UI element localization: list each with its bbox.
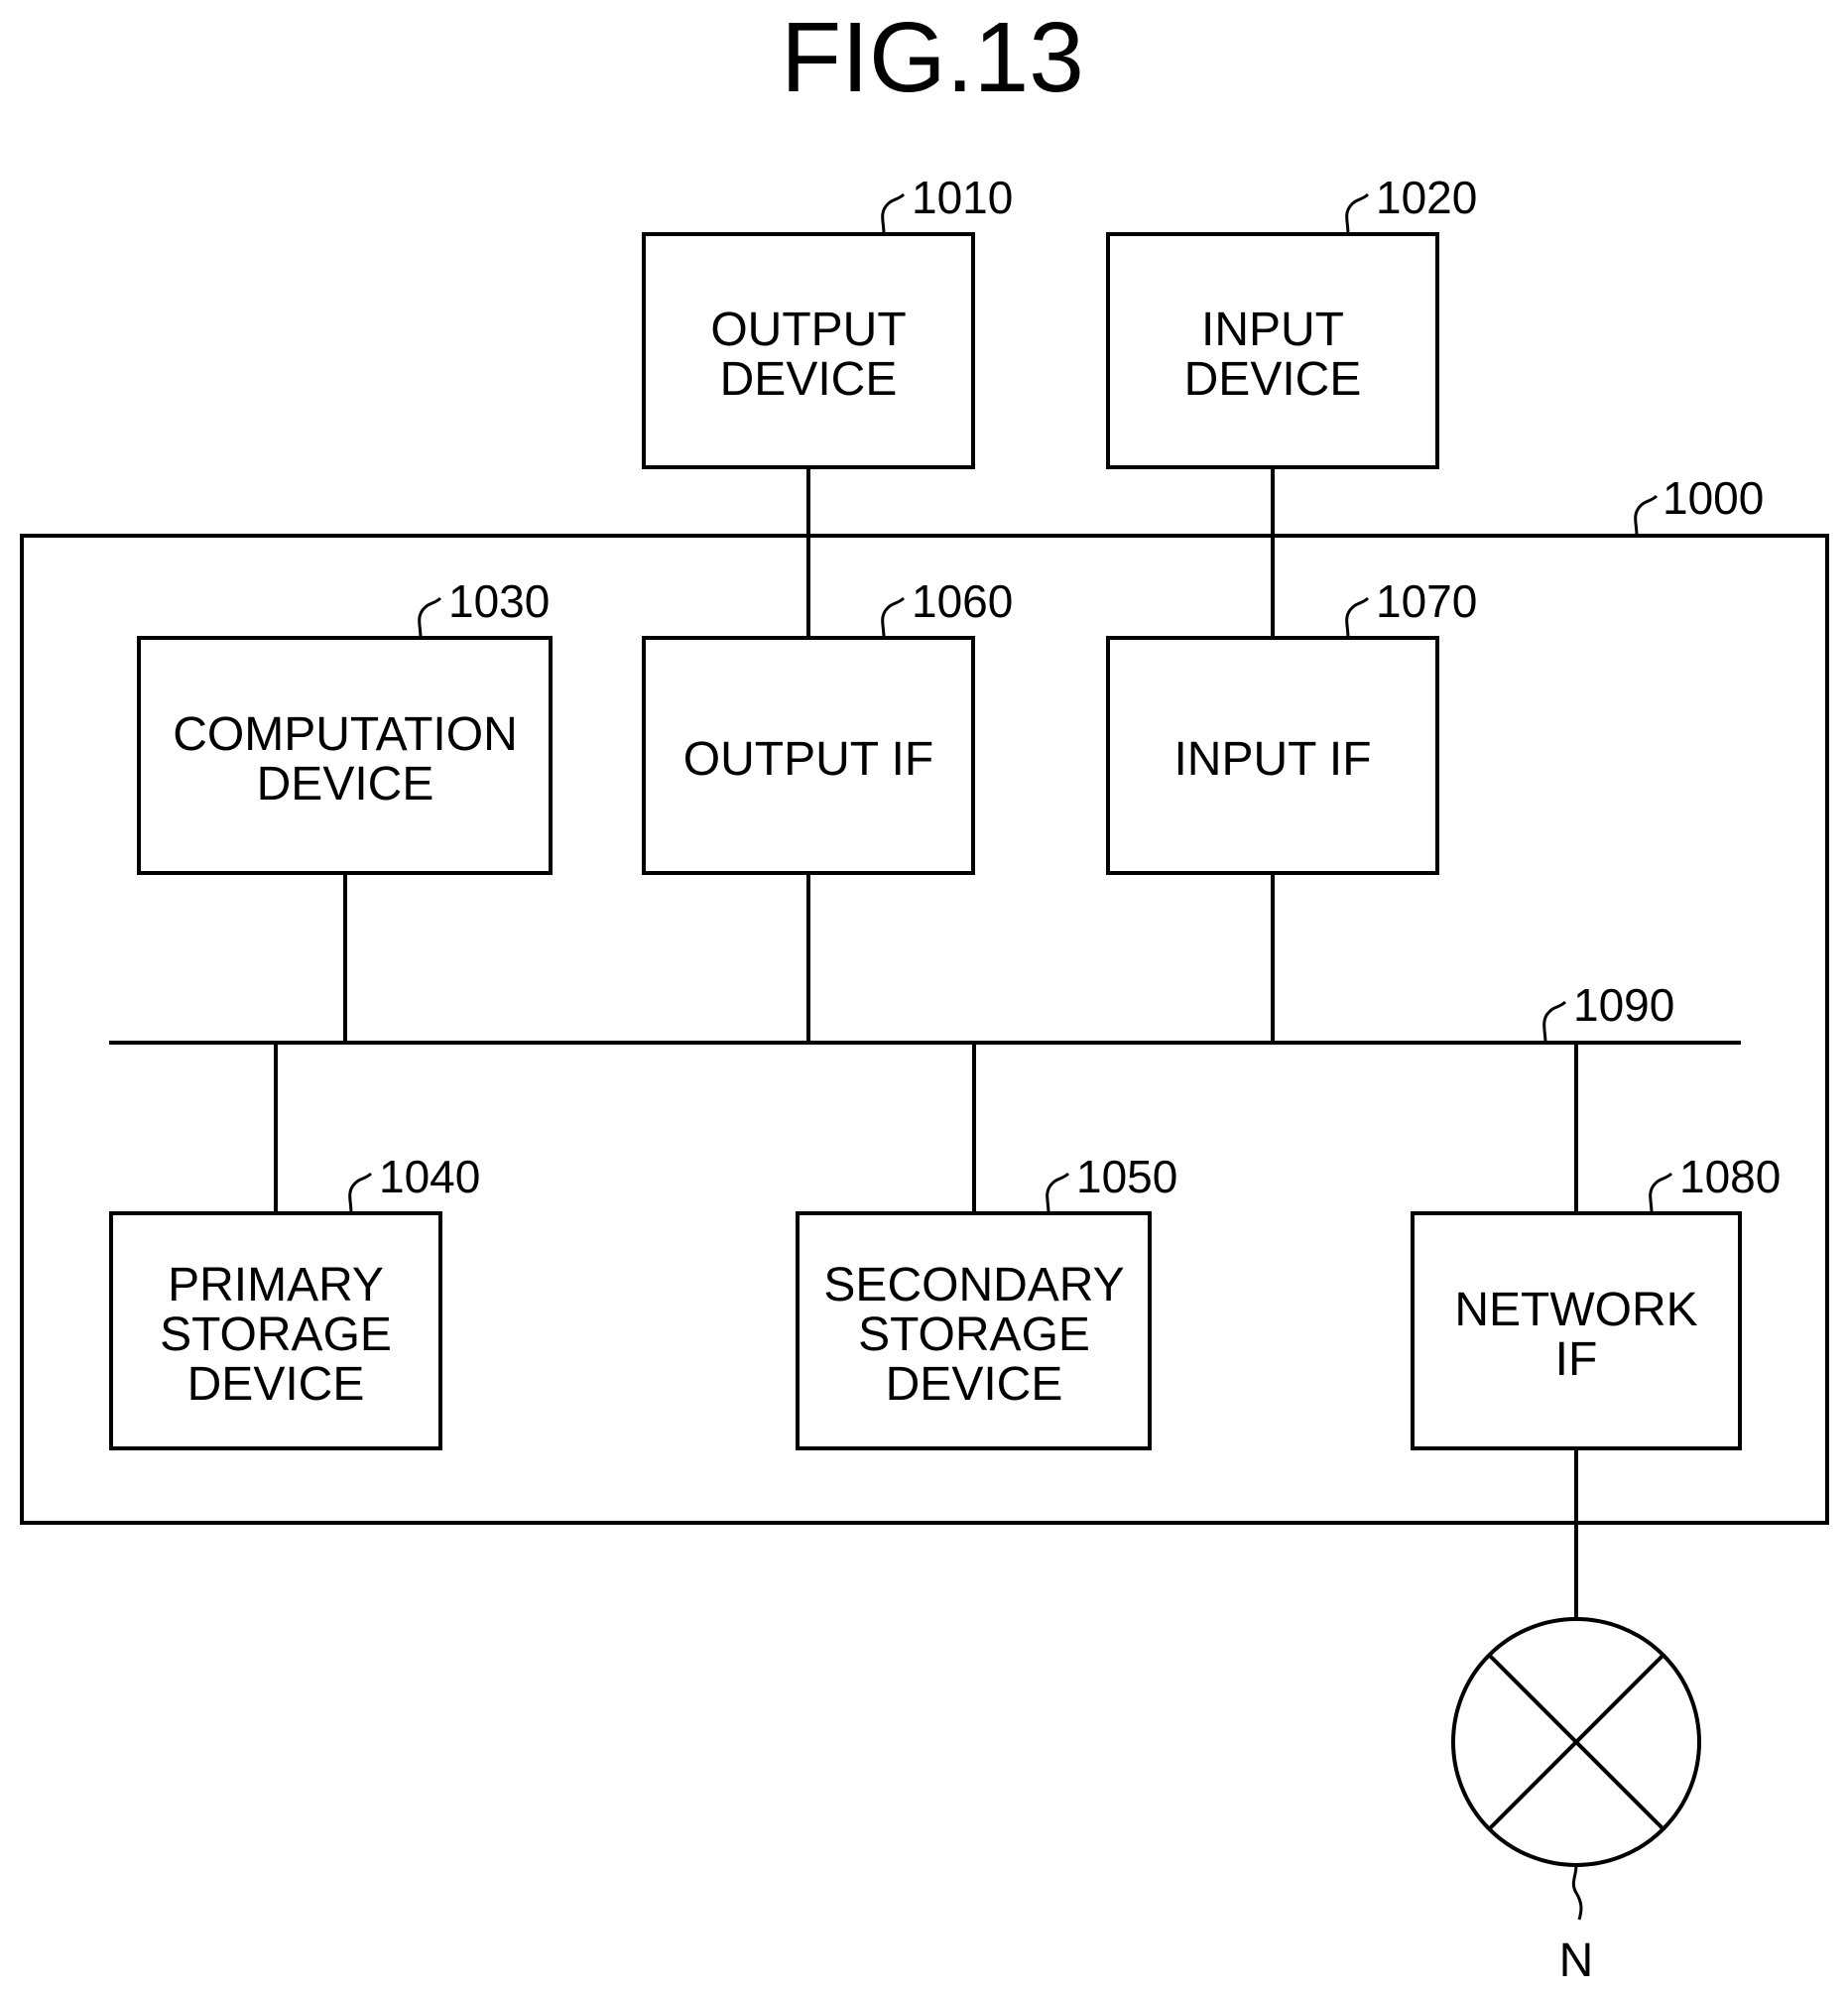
network-if-block: NETWORK IF 1080 <box>1413 1151 1781 1448</box>
input-if-label: INPUT IF <box>1173 733 1371 786</box>
input-device-block: INPUT DEVICE 1020 <box>1108 172 1477 467</box>
secondary-storage-ref: 1050 <box>1076 1151 1177 1202</box>
secondary-storage-ref-leader <box>1047 1174 1068 1213</box>
network-node: N <box>1453 1619 1699 1987</box>
input-device-ref: 1020 <box>1376 172 1477 223</box>
network-ref-leader <box>1573 1865 1581 1920</box>
primary-storage-ref: 1040 <box>379 1151 480 1202</box>
network-if-ref: 1080 <box>1679 1151 1781 1202</box>
primary-storage-ref-leader <box>350 1174 371 1213</box>
bus-ref-leader <box>1544 1002 1565 1043</box>
computation-device-label-line-1: COMPUTATION <box>173 708 518 761</box>
output-if-label: OUTPUT IF <box>683 733 933 786</box>
computation-device-label-line-2: DEVICE <box>257 758 434 810</box>
network-if-label-line-2: IF <box>1555 1333 1598 1386</box>
primary-storage-label-line-2: STORAGE <box>160 1309 392 1361</box>
output-if-block: OUTPUT IF 1060 <box>644 575 1013 873</box>
secondary-storage-label-line-2: STORAGE <box>858 1309 1090 1361</box>
network-if-label-line-1: NETWORK <box>1454 1284 1697 1336</box>
secondary-storage-block: SECONDARY STORAGE DEVICE 1050 <box>798 1151 1177 1448</box>
secondary-storage-label-line-1: SECONDARY <box>823 1259 1124 1311</box>
output-device-ref-leader <box>883 194 904 234</box>
computation-device-ref-leader <box>420 598 440 638</box>
primary-storage-label-line-3: DEVICE <box>187 1358 365 1411</box>
input-if-ref: 1070 <box>1376 575 1477 627</box>
network-if-ref-leader <box>1651 1174 1671 1213</box>
input-device-label-line-1: INPUT <box>1201 304 1344 356</box>
output-if-ref-leader <box>883 598 904 638</box>
enclosure-ref: 1000 <box>1663 472 1764 524</box>
bus-ref: 1090 <box>1573 979 1674 1031</box>
output-device-block: OUTPUT DEVICE 1010 <box>644 172 1013 467</box>
network-label: N <box>1559 1934 1594 1987</box>
input-device-ref-leader <box>1347 194 1368 234</box>
secondary-storage-label-line-3: DEVICE <box>886 1358 1063 1411</box>
primary-storage-block: PRIMARY STORAGE DEVICE 1040 <box>111 1151 480 1448</box>
input-device-label-line-2: DEVICE <box>1184 353 1362 406</box>
primary-storage-label-line-1: PRIMARY <box>168 1259 384 1311</box>
figure-title: FIG.13 <box>781 2 1084 113</box>
enclosure-ref-leader <box>1636 496 1657 536</box>
output-if-ref: 1060 <box>912 575 1013 627</box>
output-device-ref: 1010 <box>912 172 1013 223</box>
input-if-ref-leader <box>1347 598 1368 638</box>
output-device-label-line-2: DEVICE <box>720 353 898 406</box>
computation-device-ref: 1030 <box>448 575 550 627</box>
output-device-label-line-1: OUTPUT <box>710 304 906 356</box>
input-if-block: INPUT IF 1070 <box>1108 575 1477 873</box>
computation-device-block: COMPUTATION DEVICE 1030 <box>139 575 551 873</box>
